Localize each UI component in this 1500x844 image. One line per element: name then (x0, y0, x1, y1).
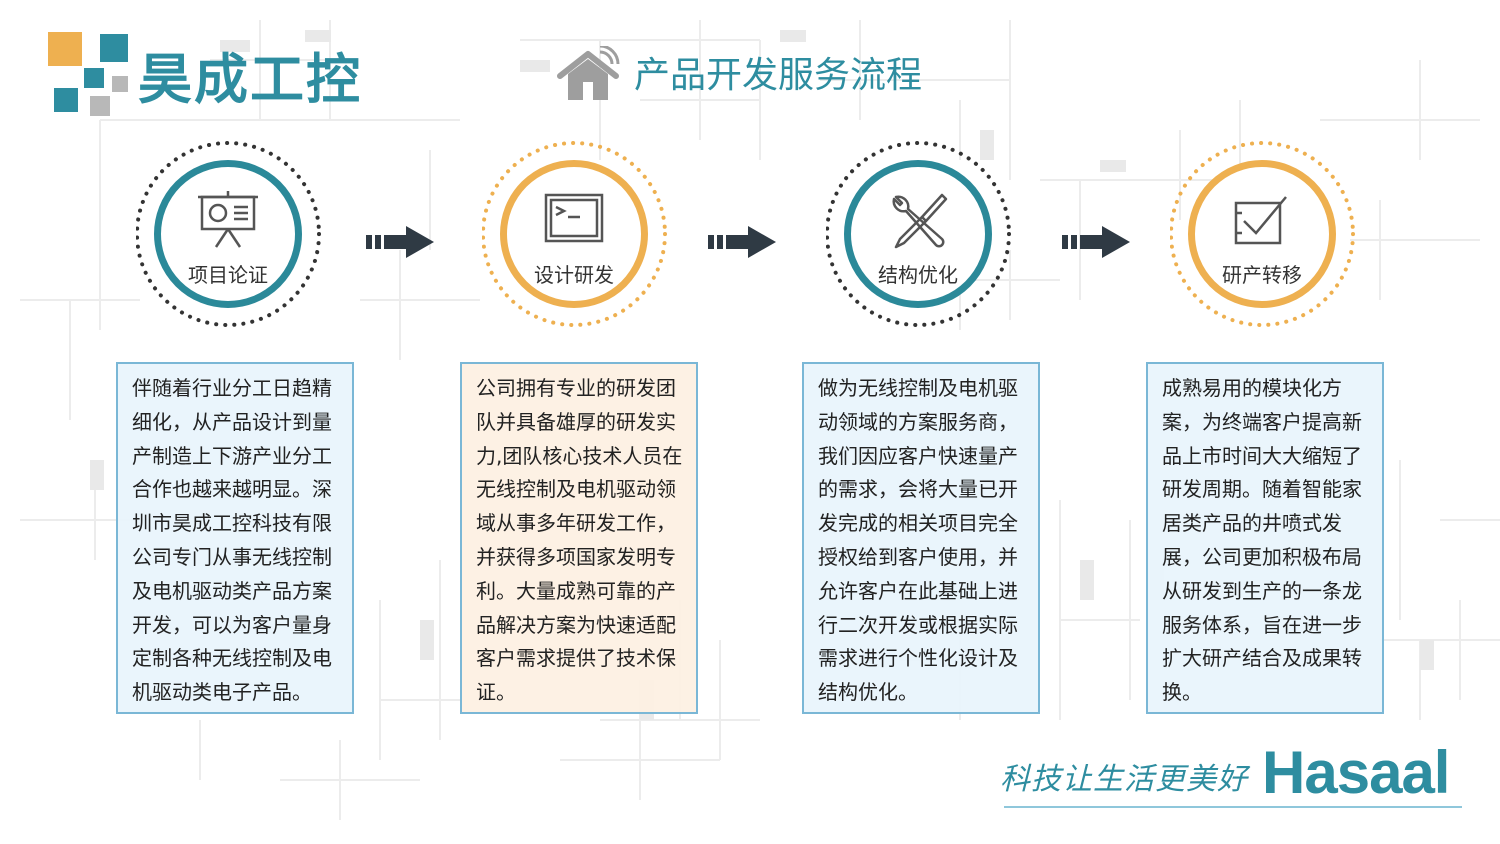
step-description-card: 成熟易用的模块化方案，为终端客户提高新品上市时间大大缩短了研发周期。随着智能家居… (1146, 362, 1384, 714)
brand-slogan: 科技让生活更美好 (1000, 762, 1248, 797)
arrow-right-icon (708, 226, 776, 258)
step-structure-optimization: 结构优化 (826, 140, 1026, 340)
arrow-right-icon (1062, 226, 1130, 258)
dotted-ring (826, 141, 1011, 327)
step-ring: 研产转移 (1188, 160, 1336, 308)
brand-name: Hasaal (1262, 739, 1450, 806)
logo-square-teal-low (54, 88, 78, 112)
page-title: 产品开发服务流程 (634, 55, 923, 96)
step-label: 结构优化 (878, 263, 958, 287)
step-project-evaluation: 项目论证 (136, 140, 336, 340)
presentation-board-icon (198, 191, 258, 248)
logo-square-teal-mid (84, 68, 104, 88)
step-label: 设计研发 (534, 263, 614, 287)
step-description-card: 做为无线控制及电机驱动领域的方案服务商，我们因应客户快速量产的需求，会将大量已开… (802, 362, 1040, 714)
step-design-development: 设计研发 (482, 140, 682, 340)
logo-square-gray-mid (112, 76, 128, 92)
step-label: 研产转移 (1222, 263, 1302, 287)
step-description-card: 公司拥有专业的研发团队并具备雄厚的研发实力,团队核心技术人员在无线控制及电机驱动… (460, 362, 698, 714)
logo-square-teal-top (100, 34, 128, 62)
step-ring: 项目论证 (154, 160, 302, 308)
step-ring: 结构优化 (844, 160, 992, 308)
logo-square-orange (48, 32, 82, 66)
wrench-screwdriver-icon (892, 193, 948, 249)
terminal-window-icon (544, 193, 604, 243)
logo-text: 昊成工控 (138, 48, 362, 111)
company-logo: 昊成工控 (46, 30, 376, 120)
house-wifi-icon (557, 46, 620, 100)
dotted-ring (136, 141, 321, 327)
step-label: 项目论证 (188, 263, 268, 287)
checklist-icon (1234, 196, 1287, 245)
step-description-card: 伴随着行业分工日趋精细化，从产品设计到量产制造上下游产业分工合作也越来越明显。深… (116, 362, 354, 714)
logo-square-gray-low (90, 96, 110, 116)
dotted-ring (1170, 141, 1355, 327)
dotted-ring (482, 141, 667, 327)
step-production-transfer: 研产转移 (1170, 140, 1370, 340)
step-ring: 设计研发 (500, 160, 648, 308)
brand-divider (1004, 806, 1462, 808)
arrow-right-icon (366, 226, 434, 258)
